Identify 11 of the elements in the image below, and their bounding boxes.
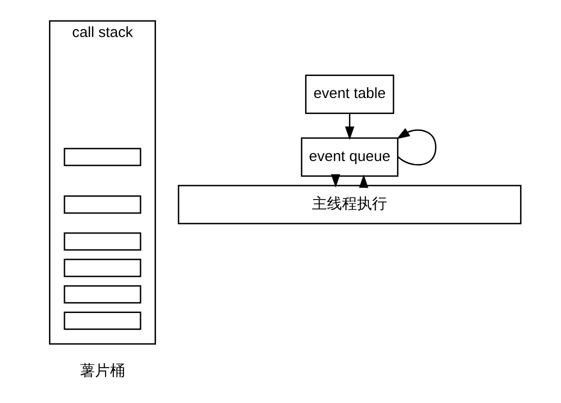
node-box (63, 195, 141, 214)
node-box (63, 148, 141, 166)
arrow (396, 128, 436, 166)
node-box (63, 232, 141, 251)
node-box (63, 285, 141, 304)
cluster: call stack (48, 20, 156, 345)
node-box: event table (304, 74, 394, 114)
node-box (63, 312, 141, 330)
arrow (344, 114, 354, 140)
node-label: 薯片桶 (79, 363, 124, 380)
node-box (63, 258, 141, 278)
